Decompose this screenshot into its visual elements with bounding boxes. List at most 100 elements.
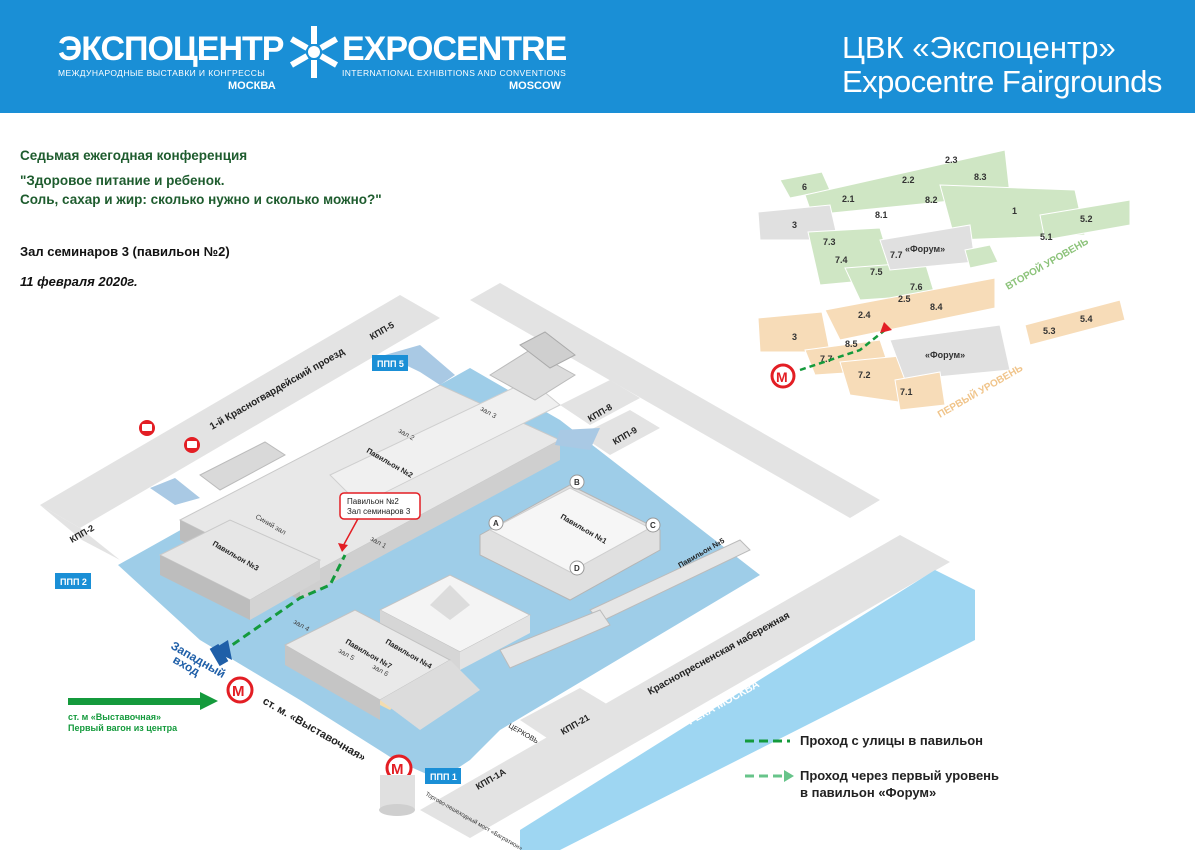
gate-c-label: C: [650, 521, 656, 530]
logo-text-en: EXPOCENTRE: [342, 30, 567, 68]
ppp-1-badge: ППП 1: [425, 768, 461, 784]
metro-note-line1: ст. м «Выставочная»: [68, 712, 161, 722]
upper-7-3: 7.3: [823, 237, 836, 247]
lower-3: 3: [792, 332, 797, 342]
upper-7-6: 7.6: [910, 282, 923, 292]
lower-5-3: 5.3: [1043, 326, 1056, 336]
bus-stop-icon: [139, 420, 155, 436]
pavilion-3: [158, 519, 322, 620]
logo-subtitle-ru: МЕЖДУНАРОДНЫЕ ВЫСТАВКИ И КОНГРЕССЫ: [58, 68, 266, 78]
upper-7-5: 7.5: [870, 267, 883, 277]
legend-item-forum-route-line1: Проход через первый уровень: [800, 768, 1000, 783]
svg-text:М: М: [776, 369, 788, 385]
upper-1: 1: [1012, 206, 1017, 216]
conference-title-line3: Соль, сахар и жир: сколько нужно и сколь…: [20, 192, 382, 207]
road-kpp8: [560, 380, 640, 425]
gate-d-label: D: [574, 564, 580, 573]
gate-a-marker: [488, 515, 504, 531]
lower-7-1: 7.1: [900, 387, 913, 397]
callout-line-1: Павильон №2: [347, 497, 399, 506]
lower-2-4: 2.4: [858, 310, 871, 320]
expocentre-star-logo-icon: [289, 26, 339, 78]
road-top-right: [470, 283, 880, 518]
upper-8-3: 8.3: [974, 172, 987, 182]
west-entrance-arrow-icon: [209, 640, 232, 667]
arrow-left: [150, 478, 200, 505]
road-kpp21: [520, 688, 610, 740]
lower-2-5: 2.5: [898, 294, 911, 304]
metro-direction-arrow-icon: [68, 692, 218, 710]
logo-subtitle-en: INTERNATIONAL EXHIBITIONS AND CONVENTION…: [342, 68, 567, 78]
forum-building: [378, 574, 532, 670]
road-krasnogvard: [40, 295, 440, 528]
fairground-ground: [118, 368, 760, 780]
event-date: 11 февраля 2020г.: [20, 274, 138, 289]
road-naberezhnaya: [420, 535, 950, 838]
upper-2-1: 2.1: [842, 194, 855, 204]
lower-7-2: 7.2: [858, 370, 871, 380]
header-banner: ЭКСПОЦЕНТР EXPOCENTRE МЕЖДУНАРОДНЫЕ ВЫСТ…: [0, 0, 1195, 113]
svg-text:ППП 5: ППП 5: [377, 359, 404, 369]
logo-text-ru: ЭКСПОЦЕНТР: [58, 30, 284, 68]
upper-7-4: 7.4: [835, 255, 848, 265]
inset-route-to-forum: [799, 329, 886, 372]
legend-item-forum-route-line2: в павильон «Форум»: [800, 785, 937, 800]
lower-level-labels: 3 2.4 2.5 8.4 5.3 5.4 8.5 7.7 7.2 7.1 «Ф…: [792, 294, 1093, 397]
legend-arrow-icon: [784, 770, 794, 782]
conference-title-line1: Седьмая ежегодная конференция: [20, 148, 248, 163]
lower-8-5: 8.5: [845, 339, 858, 349]
upper-5-2: 5.2: [1080, 214, 1093, 224]
building-top: [489, 349, 576, 401]
upper-5-1: 5.1: [1040, 232, 1053, 242]
lower-7-7: 7.7: [820, 354, 833, 364]
upper-8-1: 8.1: [875, 210, 888, 220]
upper-level-labels: 6 2.1 2.2 2.3 8.1 8.2 8.3 1 5.2 5.1 3 7.…: [792, 155, 1093, 292]
gate-d-marker: [569, 560, 585, 576]
river-moskva: [520, 570, 975, 850]
gate-b-label: B: [574, 478, 580, 487]
svg-text:ППП 1: ППП 1: [430, 772, 457, 782]
roads: [40, 283, 950, 838]
lower-8-4: 8.4: [930, 302, 943, 312]
header-title-en: Expocentre Fairgrounds: [842, 64, 1162, 99]
upper-3: 3: [792, 220, 797, 230]
inset-route-arrow-icon: [880, 322, 892, 333]
building-bus: [199, 441, 286, 491]
arrow-kpp9: [555, 428, 600, 450]
ppp-5-badge: ППП 5: [372, 355, 408, 371]
gate-c-marker: [645, 517, 661, 533]
upper-2-3: 2.3: [945, 155, 958, 165]
lower-5-4: 5.4: [1080, 314, 1093, 324]
upper-8-2: 8.2: [925, 195, 938, 205]
ppp-2-badge: ППП 2: [55, 573, 91, 589]
header-title-ru: ЦВК «Экспоцентр»: [842, 30, 1116, 65]
upper-6: 6: [802, 182, 807, 192]
logo-city-ru: МОСКВА: [228, 80, 276, 92]
road-kpp9: [580, 410, 660, 455]
upper-forum: «Форум»: [905, 244, 945, 254]
svg-text:М: М: [391, 761, 404, 778]
upper-2-2: 2.2: [902, 175, 915, 185]
svg-text:М: М: [232, 683, 245, 700]
gate-a-label: A: [493, 519, 499, 528]
road-kpp2: [40, 505, 120, 560]
seminar-hall-text: Зал семинаров 3 (павильон №2): [20, 244, 230, 259]
upper-level-plan: [757, 149, 1131, 301]
lower-forum: «Форум»: [925, 350, 965, 360]
metro-entrance: [379, 775, 415, 816]
metro-note-line2: Первый вагон из центра: [68, 723, 178, 733]
street-krasnogvard: 1-й Красногвардейский проезд: [208, 346, 347, 433]
lower-level-plan: [757, 277, 1126, 411]
upper-7-7: 7.7: [890, 250, 903, 260]
upper-level-label: ВТОРОЙ УРОВЕНЬ: [1003, 235, 1091, 293]
callout-line-2: Зал семинаров 3: [347, 507, 411, 516]
svg-text:ППП 2: ППП 2: [60, 577, 87, 587]
metro-icon: М: [770, 363, 796, 389]
seminar-hall-callout: Павильон №2 Зал семинаров 3: [338, 492, 421, 552]
pavilion-5-side: [499, 609, 611, 669]
route-street-to-pavilion: [221, 554, 347, 654]
building-top-tower: [519, 331, 576, 369]
gate-b-marker: [569, 474, 585, 490]
pavilion-7-4: [283, 609, 480, 730]
